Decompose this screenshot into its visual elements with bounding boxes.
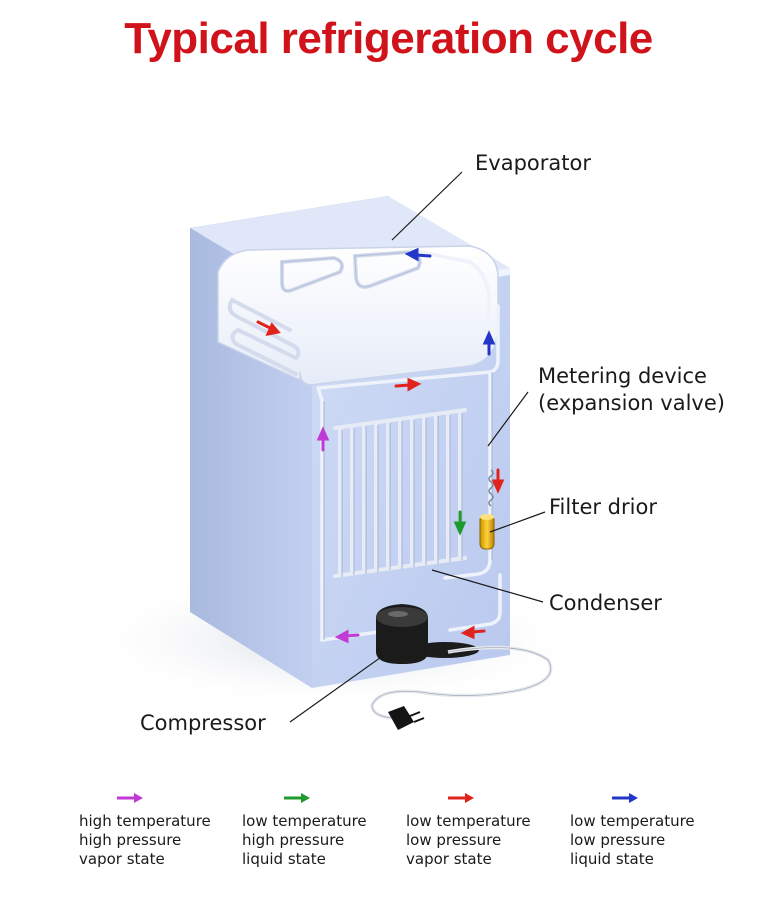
- blue-arrow-icon: [612, 793, 638, 803]
- condenser-coil: [333, 408, 467, 578]
- metering-device-coil: [488, 469, 494, 507]
- arrow-red-top: [394, 377, 422, 392]
- arrow-magenta-up: [316, 426, 330, 452]
- evaporator-label: Evaporator: [475, 151, 591, 175]
- legend-line: liquid state: [242, 850, 326, 868]
- diagram-title: Typical refrigeration cycle: [124, 14, 653, 63]
- arrow-red-left: [460, 625, 486, 640]
- legend-line: high pressure: [79, 831, 182, 849]
- arrow-blue-up: [482, 330, 496, 356]
- condenser-label: Condenser: [549, 591, 662, 615]
- legend-line: liquid state: [570, 850, 654, 868]
- leader-lines: [289, 171, 546, 723]
- condenser-coil-shadow: [341, 413, 463, 577]
- arrow-red-evaporator: [256, 320, 281, 337]
- legend-line: low temperature: [406, 812, 531, 830]
- green-arrow-icon: [284, 793, 310, 803]
- magenta-arrow-icon: [117, 793, 143, 803]
- filter-drier-label: Filter drior: [549, 495, 657, 519]
- filter-drier: [479, 514, 495, 550]
- legend-line: low temperature: [570, 812, 695, 830]
- legend-line: vapor state: [79, 850, 165, 868]
- arrow-magenta-left: [334, 629, 360, 644]
- compressor: [376, 604, 479, 664]
- legend-line: high pressure: [242, 831, 345, 849]
- red-arrow-icon: [448, 793, 474, 803]
- plug-icon: [388, 706, 425, 730]
- metering-device-sublabel: (expansion valve): [538, 391, 725, 415]
- legend: high temperature high pressure vapor sta…: [0, 790, 777, 880]
- flow-arrows: [256, 247, 505, 644]
- legend-line: high temperature: [79, 812, 211, 830]
- legend-line: low pressure: [406, 831, 502, 849]
- legend-line: low temperature: [242, 812, 367, 830]
- legend-line: vapor state: [406, 850, 492, 868]
- compressor-label: Compressor: [140, 711, 266, 735]
- arrow-blue-top: [404, 247, 432, 262]
- power-cord-outline: [371, 647, 552, 719]
- arrow-red-down: [491, 468, 505, 494]
- arrow-green-down: [453, 510, 467, 536]
- metering-device-label: Metering device: [538, 364, 707, 388]
- legend-line: low pressure: [570, 831, 666, 849]
